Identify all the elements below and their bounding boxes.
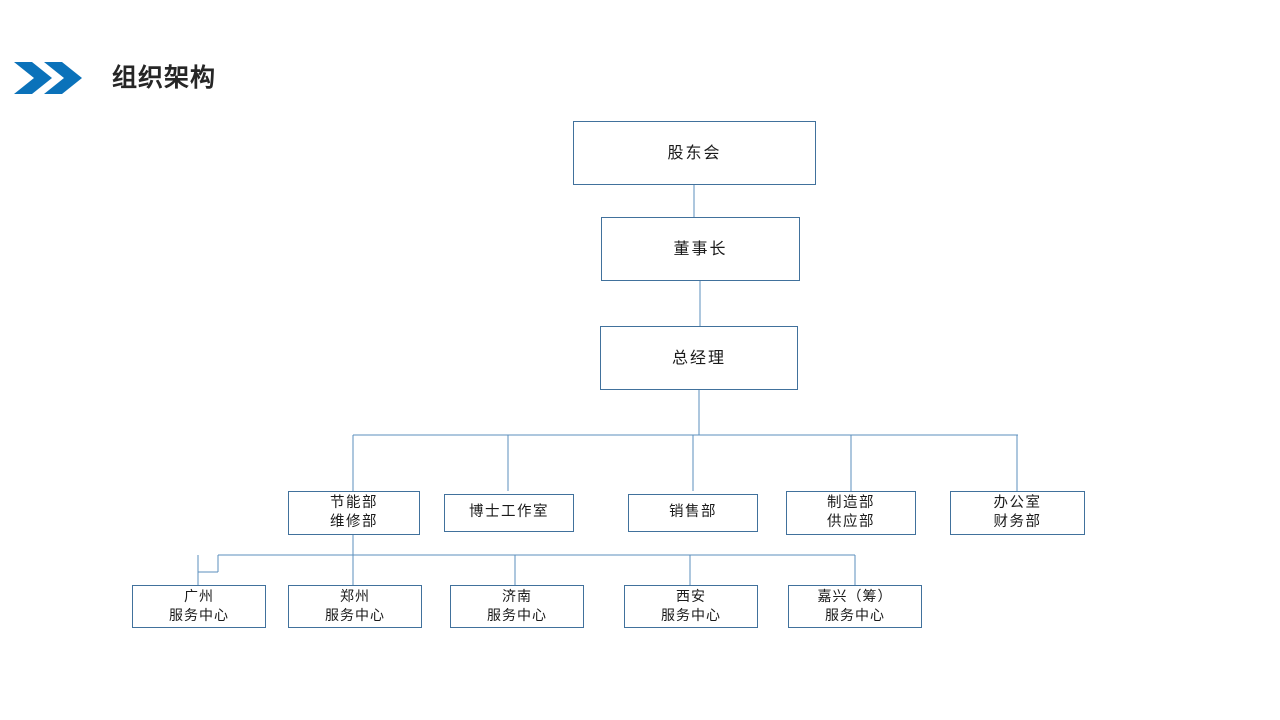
org-node-manufacturing-supply[interactable]: 制造部 供应部 <box>786 491 916 535</box>
org-node-energy-maintenance[interactable]: 节能部 维修部 <box>288 491 420 535</box>
double-chevron-right-svg <box>14 62 82 94</box>
org-node-shareholders[interactable]: 股东会 <box>573 121 816 185</box>
org-node-sales[interactable]: 销售部 <box>628 494 758 532</box>
org-node-zhengzhou-service-center[interactable]: 郑州 服务中心 <box>288 585 422 628</box>
org-node-xian-service-center[interactable]: 西安 服务中心 <box>624 585 758 628</box>
org-node-jiaxing-service-center[interactable]: 嘉兴（筹） 服务中心 <box>788 585 922 628</box>
org-node-jinan-service-center[interactable]: 济南 服务中心 <box>450 585 584 628</box>
org-node-general-manager[interactable]: 总经理 <box>600 326 798 390</box>
page-title: 组织架构 <box>112 63 217 92</box>
org-node-chairman[interactable]: 董事长 <box>601 217 800 281</box>
org-node-doctoral-studio[interactable]: 博士工作室 <box>444 494 574 532</box>
slide-header: 组织架构 <box>0 46 1280 106</box>
org-node-guangzhou-service-center[interactable]: 广州 服务中心 <box>132 585 266 628</box>
org-node-office-finance[interactable]: 办公室 财务部 <box>950 491 1085 535</box>
double-chevron-right-icon <box>12 58 86 98</box>
